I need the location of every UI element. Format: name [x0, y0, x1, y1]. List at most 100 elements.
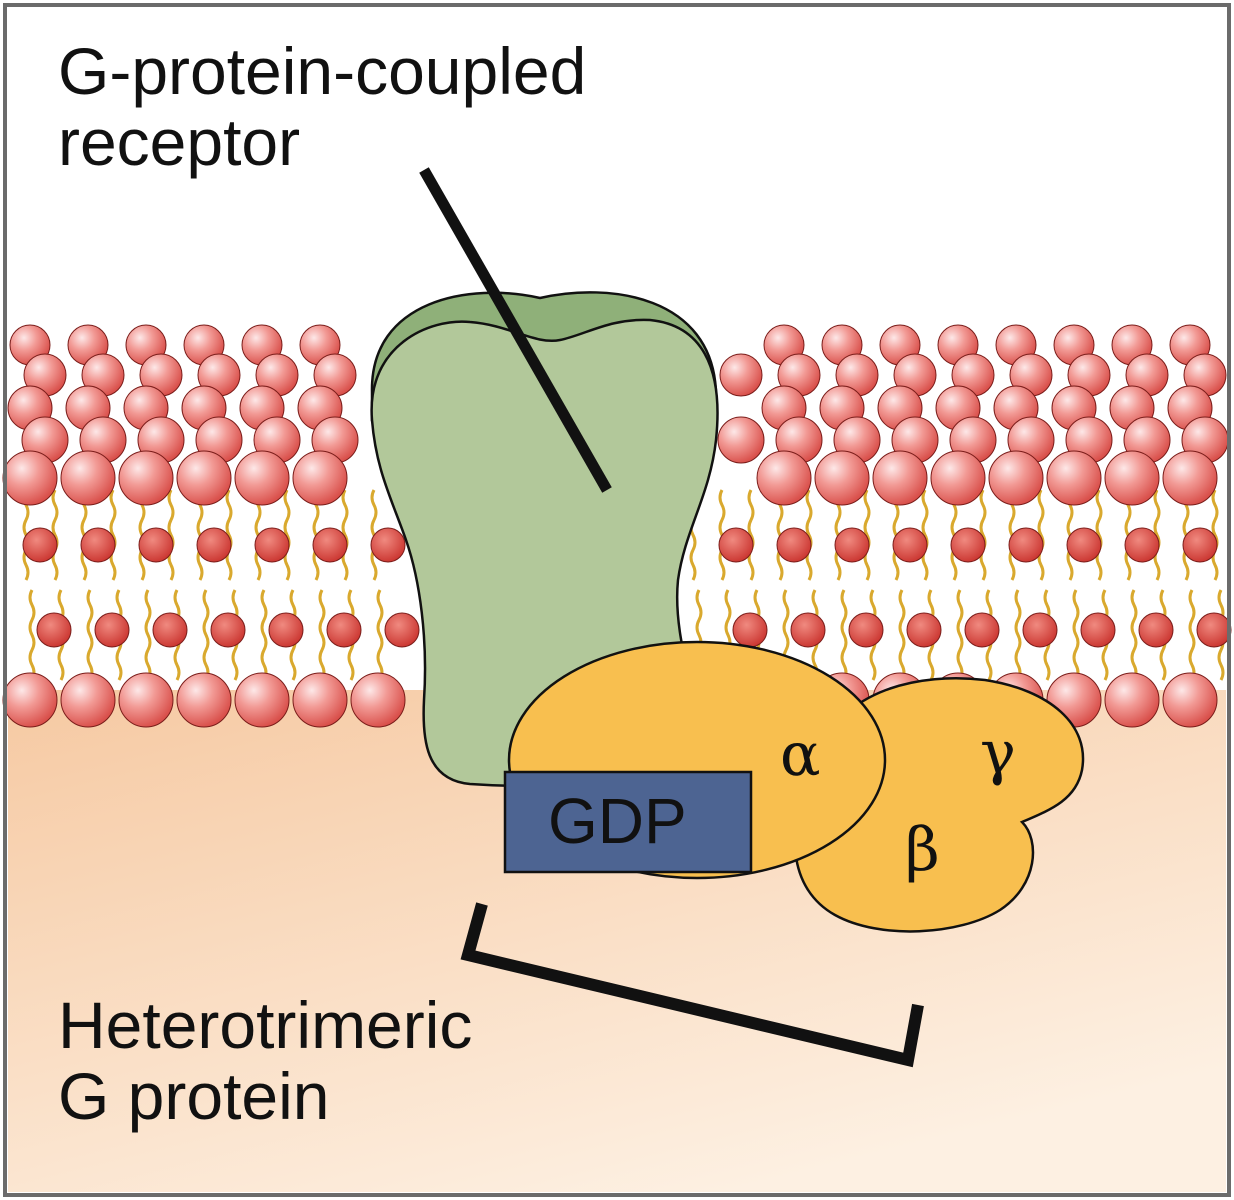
gdp-label: GDP [548, 785, 687, 857]
lipid-core-blob [1066, 527, 1102, 563]
lipid-core-blob [22, 527, 58, 563]
g-protein-bracket [460, 902, 924, 1068]
phospholipid-head [292, 450, 348, 506]
phospholipid-head [1104, 672, 1160, 728]
lipid-core-blob [36, 612, 72, 648]
phospholipid-head [118, 672, 174, 728]
lipid-core-blob [152, 612, 188, 648]
phospholipid-head [719, 353, 763, 397]
lipid-core-blob [1022, 612, 1058, 648]
phospholipid-head [176, 672, 232, 728]
lipid-core-blob [1196, 612, 1232, 648]
lipid-tail [956, 589, 964, 681]
lipid-core-blob [326, 612, 362, 648]
phospholipid-head [872, 450, 928, 506]
phospholipid-head [176, 450, 232, 506]
lipid-core-blob [1080, 612, 1116, 648]
lipid-core-blob [906, 612, 942, 648]
lipid-tail [260, 589, 268, 681]
phospholipid-head [2, 672, 58, 728]
phospholipid-head [118, 450, 174, 506]
g-protein-label-line2: G protein [58, 1059, 330, 1134]
lipid-core-blob [848, 612, 884, 648]
lipid-core-blob [1008, 527, 1044, 563]
lipid-tail [1153, 489, 1161, 581]
lipid-core-blob [892, 527, 928, 563]
lipid-core-blob [94, 612, 130, 648]
lipid-core-blob [790, 612, 826, 648]
lipid-tail [376, 589, 384, 681]
phospholipid-head [930, 450, 986, 506]
lipid-tail [1014, 589, 1022, 681]
phospholipid-head [234, 672, 290, 728]
receptor-label: G-protein-coupled receptor [58, 34, 587, 180]
lipid-tail [805, 489, 813, 581]
lipid-core-blob [254, 527, 290, 563]
receptor-label-line1: G-protein-coupled [58, 34, 587, 108]
lipid-tail [341, 489, 349, 581]
lipid-core-blob [732, 612, 768, 648]
lipid-tail [1037, 489, 1045, 581]
lipid-tail [51, 489, 59, 581]
lipid-tail [1188, 589, 1196, 681]
lipid-tail [86, 589, 94, 681]
lipid-tail [1095, 489, 1103, 581]
phospholipid-head [988, 450, 1044, 506]
lipid-tail [318, 589, 326, 681]
phospholipid-head [60, 672, 116, 728]
lipid-core-blob [964, 612, 1000, 648]
g-protein-label-line1: Heterotrimeric [58, 988, 473, 1062]
phospholipid-head [717, 416, 765, 464]
lipid-core-blob [80, 527, 116, 563]
phospholipid-head [1162, 672, 1218, 728]
lipid-tail [202, 589, 210, 681]
lipid-tail [898, 589, 906, 681]
lipid-core-blob [210, 612, 246, 648]
lipid-tail [28, 589, 36, 681]
alpha-label: α [780, 720, 821, 790]
lipid-tail [225, 489, 233, 581]
lipid-tail [863, 489, 871, 581]
lipid-tail [840, 589, 848, 681]
lipid-core-blob [138, 527, 174, 563]
lipid-core-blob [1138, 612, 1174, 648]
receptor-pointer-line [419, 167, 612, 493]
lipid-tail [979, 489, 987, 581]
lipid-tail [109, 489, 117, 581]
phospholipid-head [60, 450, 116, 506]
lipid-tail [747, 489, 755, 581]
lipid-tail [921, 489, 929, 581]
receptor-label-line2: receptor [58, 105, 301, 180]
lipid-tail [1072, 589, 1080, 681]
lipid-core-blob [196, 527, 232, 563]
lipid-core-blob [312, 527, 348, 563]
lipid-bilayer [2, 324, 1232, 728]
lipid-tail [167, 489, 175, 581]
phospholipid-head [292, 672, 348, 728]
diagram-border [3, 3, 1231, 1197]
phospholipid-head [1046, 450, 1102, 506]
gdp-box [503, 770, 753, 874]
lipid-core-blob [370, 527, 406, 563]
g-protein-label: Heterotrimeric G protein [58, 988, 473, 1134]
lipid-core-blob [950, 527, 986, 563]
beta-label: β [905, 815, 940, 885]
phospholipid-head [756, 450, 812, 506]
lipid-core-blob [384, 612, 420, 648]
lipid-core-blob [776, 527, 812, 563]
phospholipid-head [234, 450, 290, 506]
phospholipid-head [2, 450, 58, 506]
phospholipid-head [814, 450, 870, 506]
lipid-tail [283, 489, 291, 581]
lipid-core-blob [1182, 527, 1218, 563]
lipid-core-blob [834, 527, 870, 563]
lipid-tail [1130, 589, 1138, 681]
lipid-tail [1211, 489, 1219, 581]
gamma-label: γ [980, 718, 1016, 788]
phospholipid-head [350, 672, 406, 728]
phospholipid-head [1104, 450, 1160, 506]
lipid-core-blob [1124, 527, 1160, 563]
lipid-core-blob [268, 612, 304, 648]
